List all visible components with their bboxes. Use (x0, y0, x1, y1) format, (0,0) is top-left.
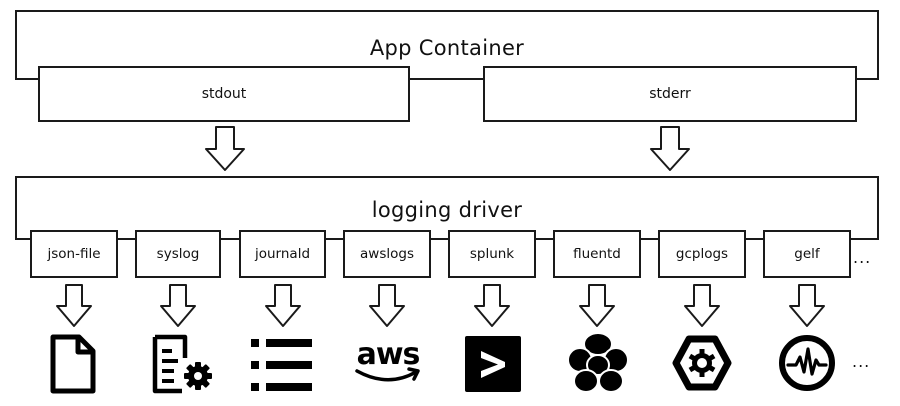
more-drivers-ellipsis: ... (853, 248, 872, 267)
driver-journald: journald (239, 230, 326, 278)
driver-json-file: json-file (30, 230, 118, 278)
driver-awslogs-label: awslogs (360, 246, 414, 262)
stderr-box: stderr (483, 66, 857, 122)
logging-driver-title: logging driver (371, 198, 523, 222)
driver-awslogs: awslogs (343, 230, 431, 278)
driver-syslog: syslog (135, 230, 221, 278)
gcp-hexagon-icon (672, 335, 732, 391)
driver-gelf-label: gelf (794, 246, 820, 262)
splunk-logo-icon (465, 336, 521, 392)
driver-splunk-label: splunk (469, 246, 515, 262)
driver-journald-label: journald (254, 246, 311, 262)
splunk-down-arrow (474, 284, 510, 327)
svg-text:aws: aws (357, 337, 420, 372)
stderr-down-arrow (650, 126, 690, 171)
stdout-box: stdout (38, 66, 410, 122)
more-icons-ellipsis: ... (852, 352, 871, 371)
driver-syslog-label: syslog (156, 246, 200, 262)
logging-driver-box: logging driver (15, 176, 879, 240)
driver-splunk: splunk (448, 230, 536, 278)
syslog-gear-icon (152, 334, 212, 394)
gelf-down-arrow (789, 284, 825, 327)
driver-gelf: gelf (763, 230, 851, 278)
gcplogs-down-arrow (684, 284, 720, 327)
driver-fluentd-label: fluentd (573, 246, 621, 262)
stderr-label: stderr (649, 86, 691, 102)
json-file-down-arrow (56, 284, 92, 327)
stdout-down-arrow (205, 126, 245, 171)
driver-gcplogs-label: gcplogs (675, 246, 729, 262)
aws-logo-icon: aws (355, 337, 421, 382)
journald-down-arrow (265, 284, 301, 327)
fluentd-logo-icon (567, 332, 629, 393)
app-container-title: App Container (369, 36, 525, 60)
awslogs-down-arrow (369, 284, 405, 327)
driver-gcplogs: gcplogs (658, 230, 746, 278)
driver-json-file-label: json-file (47, 246, 101, 262)
fluentd-down-arrow (579, 284, 615, 327)
file-icon (50, 334, 96, 394)
list-icon (251, 339, 312, 391)
driver-fluentd: fluentd (553, 230, 641, 278)
syslog-down-arrow (160, 284, 196, 327)
gelf-pulse-icon (779, 335, 835, 391)
stdout-label: stdout (201, 86, 247, 102)
